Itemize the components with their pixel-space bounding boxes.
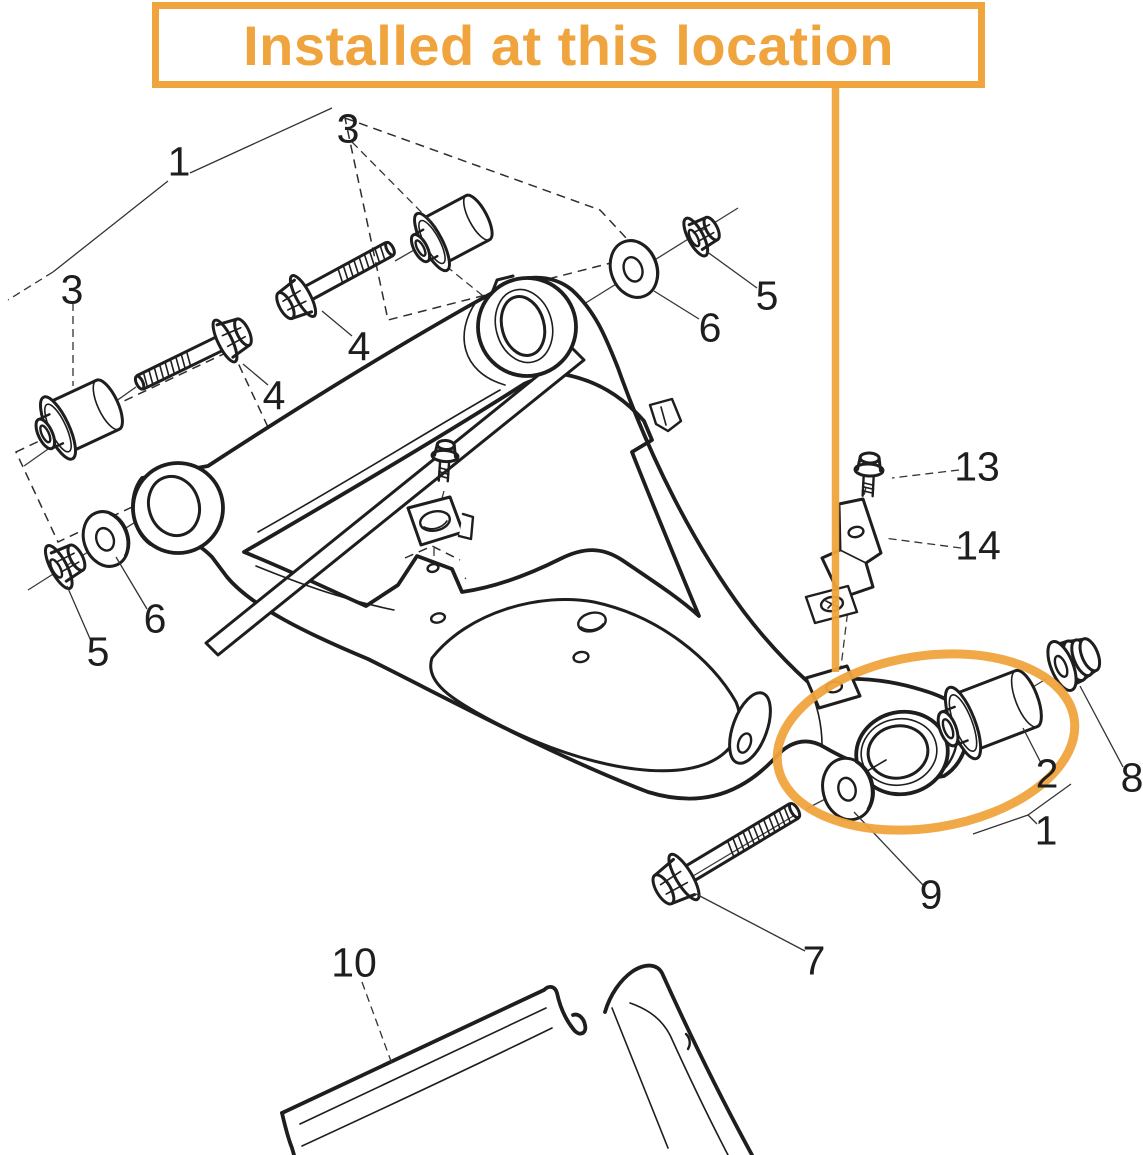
bolt-7 (651, 801, 802, 906)
bracket-14 (804, 497, 883, 625)
washer-6-left (81, 510, 131, 568)
left-eye-boss (131, 461, 225, 555)
bushing-3-left (34, 378, 124, 461)
highlight-overlay (772, 88, 1080, 835)
banner: Installed at this location (152, 2, 985, 88)
bushing-2 (936, 668, 1043, 761)
highlight-ellipse (772, 649, 1080, 835)
leader-lines (52, 107, 1124, 1065)
nut-5-top (682, 215, 721, 258)
mount-tab (728, 691, 772, 765)
frame-clip (648, 397, 683, 433)
bolt-4-left (133, 317, 253, 391)
nut-5-left (43, 543, 87, 591)
banner-text: Installed at this location (243, 13, 894, 77)
cover-panel-10 (280, 963, 754, 1155)
bolt-mid-small (430, 438, 460, 483)
control-arm-frame (131, 274, 970, 801)
upper-eye-boss (463, 274, 578, 386)
cage-nut-clamp (406, 495, 475, 547)
brace-bar (204, 346, 586, 657)
nut-8 (1046, 637, 1102, 692)
bolt-4-top (275, 240, 396, 321)
washer-9 (821, 756, 875, 822)
bolt-13 (853, 451, 885, 498)
washer-6-top (608, 239, 660, 299)
bushing-3-top (409, 193, 494, 273)
